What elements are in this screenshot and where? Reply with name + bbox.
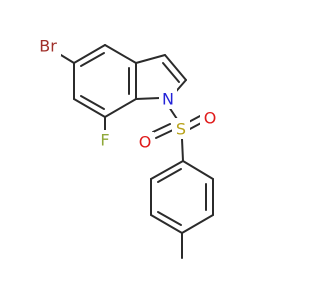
o-left-label-bg bbox=[135, 132, 154, 152]
bond-c3-c2 bbox=[164, 54, 187, 81]
bond-c3prime-c4prime bbox=[181, 214, 214, 234]
double-bond-s-o-left-1 bbox=[155, 129, 174, 139]
atom-labels: Br F N S O O bbox=[36, 36, 219, 152]
bond-s-c1prime bbox=[181, 138, 184, 162]
bond-n1-c7a bbox=[135, 97, 161, 100]
sulfur-label: S bbox=[176, 120, 186, 139]
double-bond-s-o-left-2 bbox=[152, 123, 171, 133]
br-label-bg bbox=[36, 36, 61, 56]
bond-c7-c7a bbox=[104, 98, 137, 118]
double-bond-c3-c2 bbox=[162, 62, 180, 83]
bonds bbox=[55, 44, 214, 259]
double-bond-c4-c5 bbox=[80, 52, 105, 67]
bromine-label: Br bbox=[39, 37, 57, 56]
double-bond-c4prime-c5prime bbox=[157, 211, 182, 226]
chemical-structure: Br F N S O O bbox=[36, 36, 219, 259]
bond-c4prime-c5prime bbox=[150, 214, 183, 234]
s-label-bg bbox=[172, 118, 190, 139]
double-bond-c6-c7 bbox=[80, 95, 105, 110]
bond-c3a-c4 bbox=[104, 44, 137, 64]
oxygen-left-label: O bbox=[139, 133, 152, 152]
nitrogen-label: N bbox=[162, 90, 174, 109]
n-label-bg bbox=[159, 89, 177, 109]
bond-c3a-c3 bbox=[135, 54, 166, 64]
f-label-bg bbox=[98, 130, 112, 150]
double-bond-c6prime-c1prime bbox=[157, 168, 182, 183]
oxygen-right-label: O bbox=[204, 109, 217, 128]
o-right-label-bg bbox=[200, 108, 219, 128]
bond-c1prime-c2prime bbox=[182, 160, 214, 180]
bond-c6-c7 bbox=[73, 98, 106, 118]
bond-c4-c5 bbox=[73, 44, 106, 64]
fluorine-label: F bbox=[100, 131, 109, 150]
bond-c6prime-c1prime bbox=[150, 160, 184, 180]
